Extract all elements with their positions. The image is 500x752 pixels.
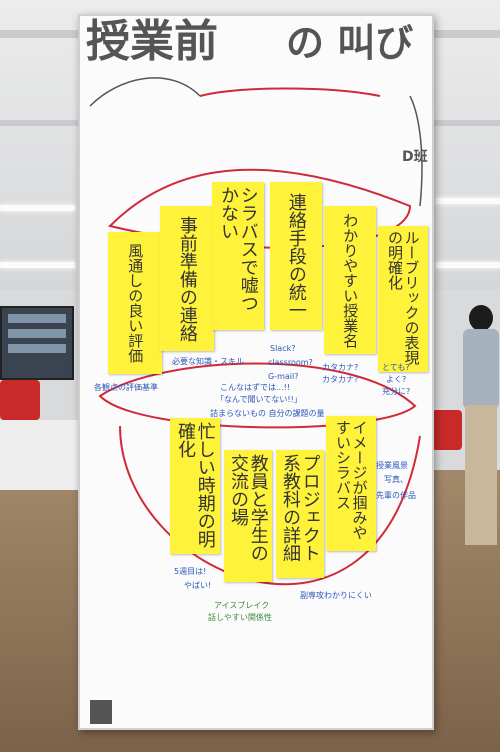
handwritten-note: 詰まらないもの 自分の課題の量	[210, 409, 325, 418]
red-chair	[0, 380, 40, 420]
handwritten-note: Slack?	[270, 344, 296, 353]
handwritten-note: classroom?	[268, 358, 313, 367]
ceiling-light	[436, 262, 500, 268]
handwritten-note: こんなはずでは...!!	[220, 383, 291, 392]
sticky-note: プロジェクト系教科の詳細	[276, 450, 324, 578]
sticky-note: イメージが掴みやすいシラバス	[326, 416, 376, 551]
sticky-note: ルーブリックの表現の明確化	[378, 226, 428, 372]
handwritten-note: 写真、	[384, 475, 408, 484]
board-stand	[90, 700, 112, 724]
handwritten-note: 先輩の作品	[376, 491, 416, 500]
ceiling-light	[0, 205, 75, 211]
handwritten-note: 5週目は!	[174, 567, 207, 576]
handwritten-note: 必要な知識・スキル	[172, 357, 244, 366]
handwritten-note: 副専攻わかりにくい	[300, 591, 372, 600]
handwritten-note: とても?	[382, 363, 410, 372]
handwritten-note: カタカナ?	[322, 375, 359, 384]
sticky-note: シラバスで嘘つかない	[212, 182, 264, 330]
handwritten-note: 「なんで聞いてない!!」	[216, 395, 302, 404]
board-title-right: の 叫び	[286, 21, 414, 65]
board-title: 授業前	[86, 16, 218, 67]
handwritten-note: 話しやすい関係性	[208, 613, 272, 622]
red-chair	[432, 410, 462, 450]
handwritten-note: 授業風景	[376, 461, 408, 470]
white-desk	[0, 420, 80, 490]
sticky-note: 風通しの良い評価	[108, 232, 162, 374]
sticky-note: 事前準備の連絡	[160, 206, 214, 351]
handwritten-note: 各観点の評価基準	[94, 383, 158, 392]
wall-monitor	[0, 306, 74, 380]
student-person	[455, 305, 500, 555]
ceiling-light	[436, 198, 500, 204]
handwritten-note: やばい!	[184, 581, 212, 590]
sticky-note: わかりやすい授業名	[324, 206, 376, 354]
handwritten-note: 充分に?	[382, 387, 411, 396]
handwritten-note: アイスブレイク	[214, 601, 270, 610]
team-label: D班	[402, 149, 428, 165]
whiteboard: 授業前 の 叫び D班 風通しの良い評価 事前準備の連絡 シラバスで嘘つかない …	[78, 14, 434, 730]
handwritten-note: G-mail?	[268, 372, 299, 381]
handwritten-note: よく?	[386, 375, 407, 384]
sticky-note: 教員と学生の交流の場	[224, 450, 272, 582]
ceiling-light	[0, 262, 75, 268]
sticky-note: 忙しい時期の明確化	[170, 418, 220, 554]
handwritten-note: カタカナ?	[322, 363, 359, 372]
sticky-note: 連絡手段の統一	[270, 182, 322, 330]
